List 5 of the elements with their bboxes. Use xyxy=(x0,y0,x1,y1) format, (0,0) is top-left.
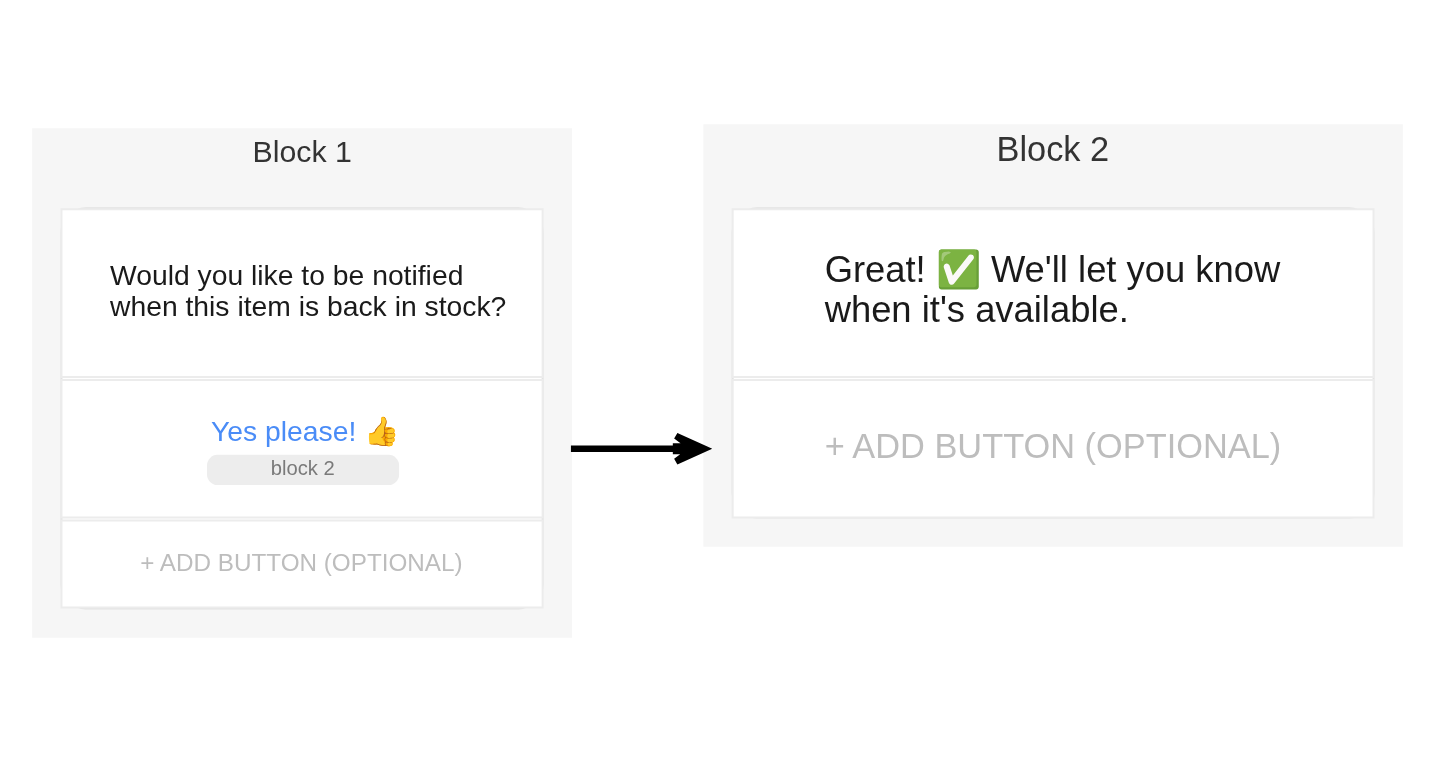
node-box: + ADD BUTTON (OPTIONAL) xyxy=(60,519,544,609)
node-box: + ADD BUTTON (OPTIONAL) xyxy=(731,379,1375,519)
node-box: Yes please! 👍 block 2 xyxy=(60,379,544,519)
node-box: Great! ✅ We'll let you know when it's available. xyxy=(731,208,1375,378)
node-box: Would you like to be notified when this item is back in stock? xyxy=(60,208,544,378)
